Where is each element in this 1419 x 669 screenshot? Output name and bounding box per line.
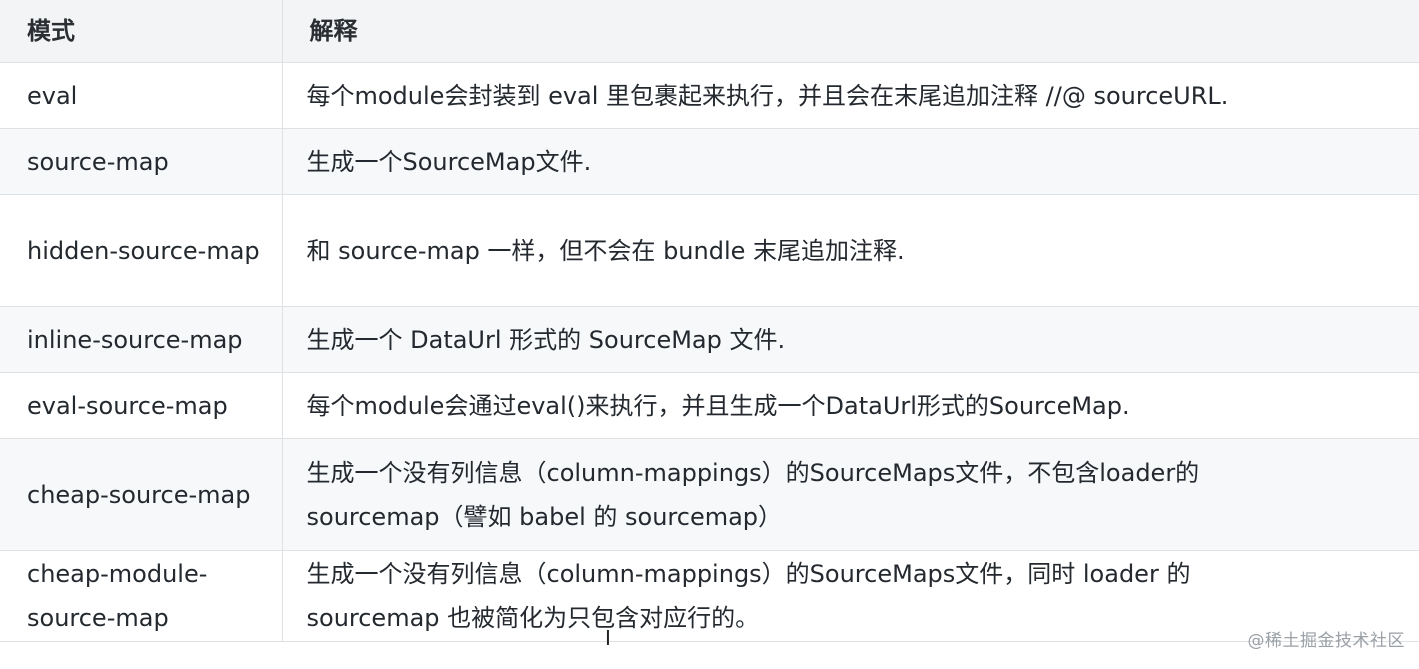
- mode-cell: inline-source-map: [0, 306, 283, 373]
- table-header-row: 模式 解释: [0, 0, 1419, 63]
- table-row: cheap-module-source-map 生成一个没有列信息（column…: [0, 550, 1419, 642]
- text-cursor-icon: I: [605, 626, 611, 650]
- desc-cell: 和 source-map 一样，但不会在 bundle 末尾追加注释.: [282, 194, 1419, 307]
- desc-line: 和 source-map 一样，但不会在 bundle 末尾追加注释.: [306, 236, 905, 265]
- mode-cell: eval-source-map: [0, 372, 283, 439]
- table-row: eval 每个module会封装到 eval 里包裹起来执行，并且会在末尾追加注…: [0, 62, 1419, 129]
- mode-cell: eval: [0, 62, 283, 129]
- desc-cell: 每个module会封装到 eval 里包裹起来执行，并且会在末尾追加注释 //@…: [282, 62, 1419, 129]
- header-explanation: 解释: [282, 0, 1419, 63]
- watermark: @稀土掘金技术社区: [1247, 631, 1405, 651]
- desc-line: 生成一个没有列信息（column-mappings）的SourceMaps文件，…: [306, 458, 1200, 487]
- desc-cell: 每个module会通过eval()来执行，并且生成一个DataUrl形式的Sou…: [282, 372, 1419, 439]
- table-row: inline-source-map 生成一个 DataUrl 形式的 Sourc…: [0, 306, 1419, 373]
- desc-cell: 生成一个SourceMap文件.: [282, 128, 1419, 195]
- desc-cell: 生成一个没有列信息（column-mappings）的SourceMaps文件，…: [282, 438, 1419, 551]
- devtool-modes-table: 模式 解释 eval 每个module会封装到 eval 里包裹起来执行，并且会…: [0, 0, 1419, 642]
- table-row: source-map 生成一个SourceMap文件.: [0, 128, 1419, 195]
- desc-cell: 生成一个没有列信息（column-mappings）的SourceMaps文件，…: [282, 550, 1419, 642]
- mode-cell: cheap-module-source-map: [0, 550, 283, 642]
- desc-line: 生成一个 DataUrl 形式的 SourceMap 文件.: [306, 325, 786, 354]
- mode-cell: cheap-source-map: [0, 438, 283, 551]
- header-mode: 模式: [0, 0, 283, 63]
- desc-line: sourcemap（譬如 babel 的 sourcemap）: [306, 502, 783, 531]
- desc-line: 每个module会封装到 eval 里包裹起来执行，并且会在末尾追加注释 //@…: [306, 81, 1229, 110]
- desc-line: sourcemap 也被简化为只包含对应行的。: [306, 604, 760, 632]
- mode-cell: source-map: [0, 128, 283, 195]
- desc-line: 生成一个没有列信息（column-mappings）的SourceMaps文件，…: [306, 560, 1191, 588]
- desc-line: 生成一个SourceMap文件.: [306, 147, 592, 176]
- desc-line: 每个module会通过eval()来执行，并且生成一个DataUrl形式的Sou…: [306, 391, 1130, 420]
- table-row: cheap-source-map 生成一个没有列信息（column-mappin…: [0, 438, 1419, 551]
- table-row: eval-source-map 每个module会通过eval()来执行，并且生…: [0, 372, 1419, 439]
- desc-cell: 生成一个 DataUrl 形式的 SourceMap 文件.: [282, 306, 1419, 373]
- table-row: hidden-source-map 和 source-map 一样，但不会在 b…: [0, 194, 1419, 307]
- mode-cell: hidden-source-map: [0, 194, 283, 307]
